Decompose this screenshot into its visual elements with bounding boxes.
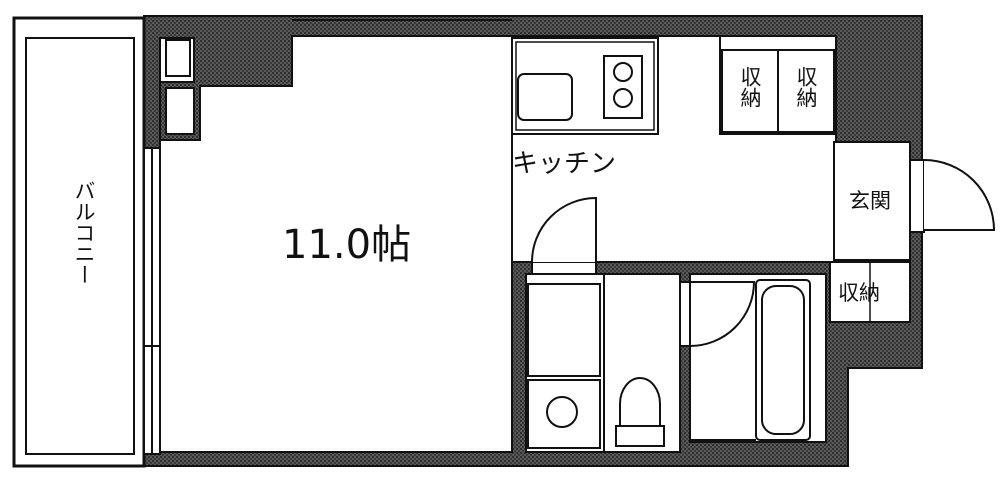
room-size-label: 11.0帖 xyxy=(282,222,411,268)
burner-top xyxy=(613,62,633,82)
storage-label-3: 収納 xyxy=(838,281,880,305)
washroom-door-jamb xyxy=(531,261,597,275)
bathroom-door-swing xyxy=(689,281,756,348)
storage-label-1: 収納 xyxy=(738,66,762,108)
kitchen-counter-inner xyxy=(515,41,655,131)
entrance-door-swing xyxy=(923,159,996,231)
room-floor xyxy=(159,35,513,453)
entrance-door-jamb xyxy=(909,159,925,233)
bathroom-door-jamb xyxy=(679,281,691,347)
washing-machine-drum xyxy=(546,396,578,428)
vanity-unit xyxy=(527,283,601,377)
entrance-area xyxy=(833,141,911,261)
washroom-door-swing xyxy=(531,196,597,263)
pipe-shaft xyxy=(165,39,191,77)
storage-closet-2 xyxy=(777,49,835,133)
toilet-bowl xyxy=(619,377,661,427)
bathtub-inner xyxy=(761,285,805,435)
kitchen-label: キッチン xyxy=(512,149,616,179)
balcony-label: バルコニー xyxy=(72,180,96,285)
toilet-tank xyxy=(615,425,665,447)
storage-closet-1 xyxy=(721,49,779,133)
sink xyxy=(517,73,573,121)
burner-bottom xyxy=(613,88,633,108)
balcony-inner xyxy=(25,37,135,455)
storage-label-2: 収納 xyxy=(794,66,818,108)
pipe-shaft-2 xyxy=(165,87,195,135)
entrance-label: 玄関 xyxy=(849,189,891,213)
